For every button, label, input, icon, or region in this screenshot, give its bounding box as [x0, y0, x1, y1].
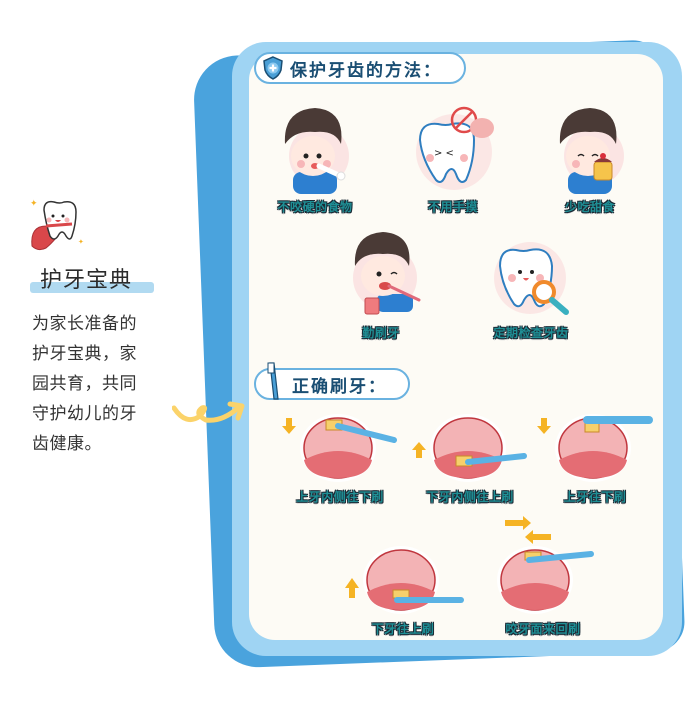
section-title: 正确刷牙：: [292, 376, 387, 397]
tip-label: 定期检查牙齿: [493, 326, 569, 340]
tip-item: 勤刷牙: [336, 228, 426, 341]
brushing-step: 上牙内侧往下刷: [275, 408, 405, 505]
tip-label: 不用手摸: [427, 200, 478, 214]
section-header-protect-teeth: 保护牙齿的方法：: [254, 52, 466, 84]
intro-line: 齿健康。: [32, 434, 102, 454]
tip-label: 不咬硬的食物: [277, 200, 353, 214]
title-highlight-bar: [30, 282, 154, 293]
intro-description: 为家长准备的 护牙宝典，家 园共育，共同 守护幼儿的牙 齿健康。: [32, 309, 162, 459]
shield-cross-icon: [263, 56, 283, 80]
step-label: 下牙内侧往上刷: [426, 490, 514, 504]
intro-line: 守护幼儿的牙: [32, 404, 137, 424]
mouth-lower-up-illustration: [345, 546, 464, 614]
intro-line: 园共育，共同: [32, 374, 137, 394]
brushing-step: 咬牙面来回刷: [478, 514, 608, 637]
toothbrush-icon: [267, 362, 279, 400]
svg-text:✦: ✦: [78, 238, 84, 246]
tip-item: > < 不用手摸: [405, 100, 501, 215]
mouth-lower-inner-up-illustration: [412, 414, 527, 482]
tip-label: 勤刷牙: [362, 326, 400, 340]
boy-biting-bone-illustration: [284, 108, 349, 194]
swirl-arrow-icon: [172, 401, 245, 423]
mouth-chewing-surface-illustration: [497, 516, 594, 614]
brushing-step: 上牙往下刷: [530, 408, 660, 505]
step-label: 咬牙面来回刷: [505, 622, 581, 636]
step-label: 上牙内侧往下刷: [296, 490, 384, 504]
tooth-no-touch-illustration: > <: [416, 106, 494, 190]
tip-label: 少吃甜食: [564, 200, 615, 214]
section-title: 保护牙齿的方法：: [290, 60, 442, 81]
intro-title-block: 护牙宝典: [30, 262, 154, 296]
mouth-upper-inner-down-illustration: [282, 414, 397, 482]
brushing-step: 下牙内侧往上刷: [405, 408, 535, 505]
step-label: 上牙往下刷: [563, 490, 627, 504]
tip-item: 不咬硬的食物: [270, 100, 360, 215]
mouth-upper-down-illustration: [537, 414, 653, 482]
intro-line: 护牙宝典，家: [32, 344, 137, 364]
intro-line: 为家长准备的: [32, 314, 137, 334]
svg-text:> <: > <: [434, 148, 454, 159]
svg-text:✦: ✦: [30, 199, 38, 209]
step-label: 下牙往上刷: [371, 622, 435, 636]
tooth-hero-mascot-icon: ✦ ✦: [30, 199, 84, 251]
section-header-correct-brushing: 正确刷牙：: [254, 362, 410, 400]
tip-item: 定期检查牙齿: [476, 228, 586, 341]
intro-title: 护牙宝典: [40, 268, 133, 293]
boy-brushing-teeth-illustration: [353, 232, 421, 315]
tip-item: 少吃甜食: [545, 100, 635, 215]
tooth-magnifier-illustration: [494, 242, 569, 315]
boy-eating-cake-illustration: [559, 108, 624, 194]
brushing-step: 下牙往上刷: [338, 540, 468, 637]
